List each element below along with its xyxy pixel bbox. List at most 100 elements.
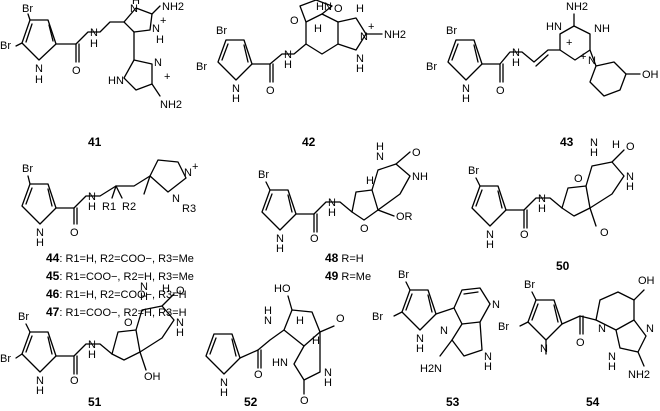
atom-label: NH2 [384,29,406,41]
bond [15,353,23,359]
atom-label: N [116,75,124,87]
atom-label: + [580,51,586,63]
compound-number: 42 [302,135,316,149]
pyrrole-ring [261,189,297,231]
bond [221,43,229,61]
atom-label: Br [216,25,227,37]
atom-label: N [484,351,492,363]
cyclopentane-ring [283,309,321,347]
compound-42: Br Br N H O N H HN O O H H N + NH2 N H 4… [196,0,406,149]
pyrrole-ring [447,39,483,81]
atom-label: O [300,395,309,407]
atom-label: O [290,15,299,27]
imidazole-ring [615,319,647,353]
atom-label: H [314,23,322,35]
pyrrole-ring [527,299,563,341]
atom-label: H [35,74,43,86]
bond [47,188,53,207]
atom-label: Br [398,269,409,281]
bond [287,194,293,213]
atom-label: N [356,53,364,65]
atom-label: N [90,27,98,39]
atom-label: N [646,323,654,335]
bond [25,187,33,205]
variant-number: 45 [46,269,60,283]
succinimide-ring [299,0,333,23]
furanose-ring [351,189,379,221]
atom-label: N [440,325,448,337]
atom-label: N [376,151,384,163]
bond [427,294,433,313]
atom-label: H [264,305,272,317]
compound-number: 51 [88,395,102,409]
atom-label: + [160,15,166,27]
bond [405,281,411,291]
variant-text: R=H [338,253,363,265]
pyrrole-ring [401,289,437,331]
atom-label: R2 [122,201,136,213]
atom-label: H [512,57,520,69]
atom-label: OH [642,69,659,81]
pyrrole-ring [217,39,253,81]
atom-label: O [360,223,369,235]
atom-label: N [462,83,470,95]
atom-label: N [598,323,606,335]
imidazole-ring [451,321,483,357]
bond [231,338,237,357]
compound-48-49: Br N H O N H H N H O O N H OR 48 R=H 49 … [258,141,428,283]
atom-label: H [462,93,470,105]
atom-label: O [576,337,585,349]
atom-label: H [132,0,140,7]
atom-label: N [130,3,138,15]
compound-50: Br N H O N H O H N H O N H O 50 [468,137,635,273]
bond [637,351,645,367]
compound-51: Br Br N H O N H O H N H O N H OH 51 [0,281,185,409]
bond [115,185,123,199]
variant-text: : R1=H, R2=COO−, R3=H [59,289,186,301]
bond [161,293,175,307]
bond [589,207,597,227]
atom-label: Br [468,165,479,177]
bond [519,321,529,327]
atom-label: N [36,227,44,239]
atom-label: N [276,233,284,245]
atom-label: H [366,175,374,187]
atom-label: O [266,85,275,97]
bond [475,177,481,187]
atom-label: O [334,3,343,15]
atom-label: H [538,203,546,215]
compound-53: Br Br N H N N N H H2N 53 [372,269,500,409]
atom-label: N [416,333,424,345]
atom-label: N [264,315,272,327]
atom-label: N [36,375,44,387]
compound-number: 52 [244,395,258,409]
imidazolidinone-ring [371,163,411,211]
bond [265,181,271,191]
variant-number: 44 [46,251,60,265]
atom-label: H [376,141,384,153]
atom-label: Br [0,40,11,52]
alkene [535,54,549,67]
bond [48,24,54,42]
atom-label: N [626,171,634,183]
atom-label: H [416,343,424,355]
atom-label: N [88,339,96,351]
imidazole-ring-2 [123,59,153,91]
atom-label: H [162,283,170,295]
atom-label: N [608,351,616,363]
atom-label: H [590,147,598,159]
atom-label: OH [638,275,655,287]
atom-label: O [70,227,79,239]
amide-chain [55,343,113,357]
atom-label: H [296,315,304,327]
amide-chain [295,201,353,215]
atom-label: O [600,227,609,239]
atom-label: H [90,38,98,50]
bond [111,185,117,199]
atom-label: NH2 [162,1,184,13]
atom-label: NH2 [566,1,588,13]
atom-label: N [360,31,368,43]
atom-label: H [176,327,184,339]
atom-label: O [72,65,81,77]
atom-label: H [156,34,164,46]
